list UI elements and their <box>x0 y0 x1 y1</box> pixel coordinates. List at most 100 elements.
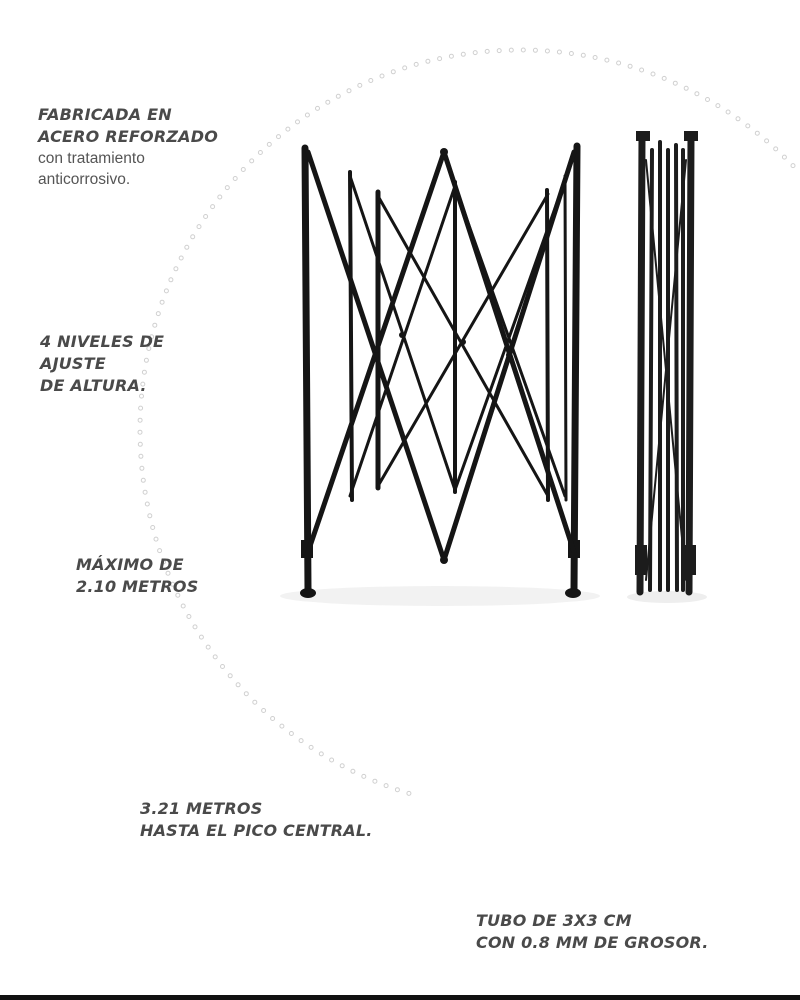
arc-dot <box>192 624 198 630</box>
arc-dot <box>372 778 378 784</box>
arc-dot <box>149 334 155 340</box>
arc-dot <box>715 103 721 109</box>
arc-dot <box>205 644 211 650</box>
arc-dot <box>683 85 689 91</box>
feature-material: FABRICADA EN ACERO REFORZADO con tratami… <box>38 104 218 190</box>
arc-dot <box>304 112 310 118</box>
arc-dot <box>220 664 225 669</box>
bottom-border <box>0 995 800 1000</box>
arc-dot <box>425 58 431 64</box>
arc-dot <box>276 134 281 140</box>
arc-dot <box>325 99 331 105</box>
arc-dot <box>460 51 466 57</box>
feature-peak-height: 3.21 METROS HASTA EL PICO CENTRAL. <box>140 798 373 842</box>
arc-dot <box>150 525 156 530</box>
arc-dot <box>141 369 147 375</box>
feature-max-height: MÁXIMO DE 2.10 METROS <box>76 554 198 598</box>
feature-tube-spec-line-2: CON 0.8 MM DE GROSOR. <box>476 933 709 952</box>
arc-dot <box>180 603 186 609</box>
arc-dot <box>335 93 341 99</box>
feature-material-body-1: con tratamiento <box>38 150 145 167</box>
feature-material-body-2: anticorrosivo. <box>38 171 131 188</box>
arc-dot <box>556 49 562 55</box>
arc-dot <box>639 67 645 73</box>
arc-dot <box>402 65 408 71</box>
feature-peak-height-line-2: HASTA EL PICO CENTRAL. <box>140 821 373 840</box>
folded-frame-image <box>627 131 707 603</box>
arc-dot <box>315 105 320 111</box>
arc-dot <box>592 55 598 60</box>
arc-dot <box>764 138 770 144</box>
arc-dot <box>153 536 159 542</box>
arc-dot <box>437 56 443 62</box>
arc-dot <box>168 277 174 283</box>
arc-dot <box>261 708 267 713</box>
arc-dot <box>178 255 184 261</box>
arc-dot <box>155 311 161 317</box>
arc-dot <box>413 61 419 67</box>
arc-dot <box>406 790 412 796</box>
feature-max-height-line-1: MÁXIMO DE <box>76 555 184 574</box>
arc-dot <box>163 288 169 294</box>
feature-tube-spec: TUBO DE 3X3 CM CON 0.8 MM DE GROSOR. <box>476 910 709 954</box>
arc-dot <box>266 141 272 147</box>
arc-dot <box>212 654 218 660</box>
arc-dot <box>243 691 249 697</box>
feature-max-height-line-2: 2.10 METROS <box>76 577 199 596</box>
arc-dot <box>224 185 230 191</box>
arc-dot <box>142 489 148 495</box>
arc-dot <box>754 130 760 136</box>
arc-dot <box>672 80 678 86</box>
arc-dot <box>790 163 796 169</box>
arc-dot <box>137 429 143 435</box>
arc-dot <box>350 768 356 774</box>
arc-dot <box>627 63 633 69</box>
arc-dot <box>137 417 143 423</box>
arc-dot <box>288 731 294 736</box>
arc-dot <box>472 50 478 56</box>
arc-dot <box>346 88 352 94</box>
arc-dot <box>190 234 196 240</box>
dotted-arc-decoration <box>137 47 796 796</box>
arc-dot <box>694 91 700 97</box>
arc-dot <box>298 738 304 744</box>
expanded-frame-image <box>280 142 600 606</box>
arc-dot <box>308 744 314 750</box>
arc-dot <box>357 82 363 88</box>
arc-dot <box>383 783 389 789</box>
arc-dot <box>604 57 610 63</box>
arc-dot <box>508 47 514 53</box>
arc-dot <box>203 214 209 219</box>
arc-dot <box>240 167 246 172</box>
arc-dot <box>139 393 144 399</box>
arc-dot <box>329 757 335 763</box>
arc-dot <box>484 48 490 54</box>
arc-dot <box>448 53 454 59</box>
arc-dot <box>394 787 400 793</box>
arc-dot <box>138 405 144 411</box>
arc-dot <box>705 97 710 102</box>
feature-height-levels-line-2: AJUSTE <box>40 354 106 373</box>
arc-dot <box>146 346 152 351</box>
arc-dot <box>161 559 167 565</box>
arc-dot <box>137 441 143 447</box>
feature-height-levels-line-3: DE ALTURA. <box>40 376 147 395</box>
arc-dot <box>580 52 586 58</box>
arc-dot <box>210 204 216 210</box>
arc-dot <box>773 146 779 152</box>
arc-dot <box>232 176 238 181</box>
arc-dot <box>368 78 374 83</box>
arc-dot <box>235 682 241 688</box>
arc-dot <box>650 71 656 77</box>
arc-dot <box>781 154 787 160</box>
arc-dot <box>361 773 367 779</box>
arc-dot <box>138 453 144 459</box>
arc-dot <box>661 75 667 81</box>
feature-material-heading-2: ACERO REFORZADO <box>38 127 219 146</box>
arc-dot <box>157 548 163 554</box>
arc-dot <box>173 266 179 272</box>
arc-dot <box>285 126 291 132</box>
feature-peak-height-line-1: 3.21 METROS <box>140 799 263 818</box>
arc-dot <box>568 51 574 56</box>
